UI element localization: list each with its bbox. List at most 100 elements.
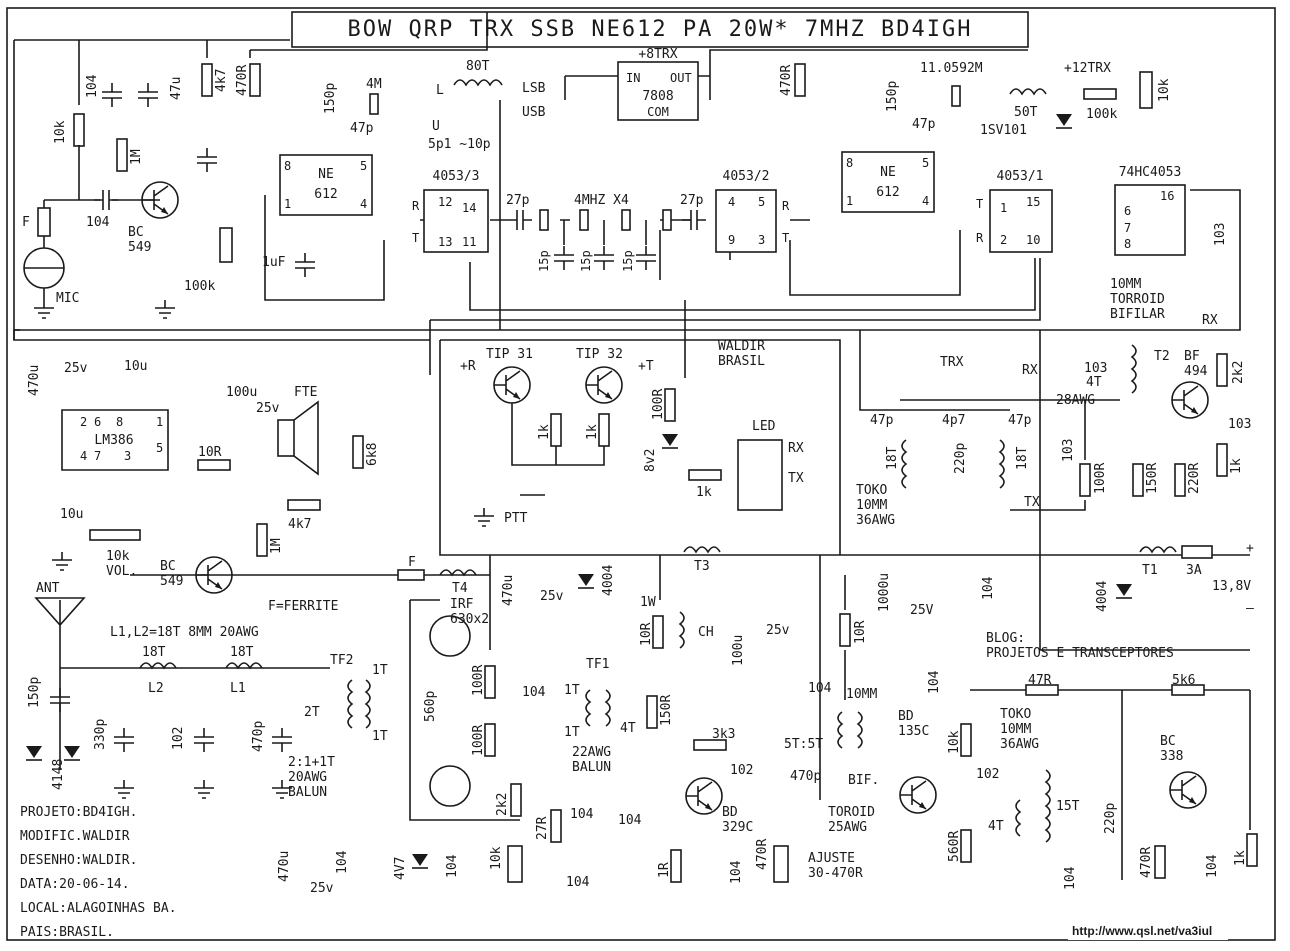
r-10r-audio: 10R bbox=[198, 445, 222, 460]
r-2k2-pa: 2k2 bbox=[495, 793, 510, 816]
mosfet-bottom bbox=[429, 765, 471, 807]
t-18t-b: 18T bbox=[1015, 446, 1030, 470]
ne612-a-pin4: 4 bbox=[360, 197, 367, 211]
audio-amp: 470u 25v 10u 10u 100u 25v FTE 10R 6k8 4k… bbox=[27, 359, 380, 614]
c-104-mic: 104 bbox=[86, 215, 110, 230]
r-150r-bf: 150R bbox=[1145, 463, 1160, 494]
ne612-a-name: NE bbox=[318, 167, 334, 182]
wiring bbox=[13, 12, 1251, 880]
c-470u-pa: 470u bbox=[501, 575, 516, 606]
hc4053-pin8: 8 bbox=[1124, 237, 1131, 251]
t2-label: T2 bbox=[1154, 349, 1170, 364]
speaker-icon bbox=[277, 419, 295, 457]
label-usb: USB bbox=[522, 105, 546, 120]
credit-line: PROJETO:BD4IGH. bbox=[20, 805, 137, 820]
c-104-power: 104 bbox=[981, 576, 996, 600]
ne612-b-pin4: 4 bbox=[922, 194, 929, 208]
lm386-pin4: 4 bbox=[80, 449, 87, 463]
c-47p-c: 47p bbox=[870, 413, 894, 428]
sw1-pin15: 15 bbox=[1026, 195, 1040, 209]
speaker-label: FTE bbox=[294, 385, 317, 400]
c-220p-pd: 220p bbox=[1103, 803, 1118, 834]
r-1w: 1W bbox=[640, 595, 656, 610]
terminal-plus: + bbox=[1246, 541, 1254, 556]
credit-line: MODIFIC.WALDIR bbox=[20, 829, 130, 844]
hc4053-name: 74HC4053 bbox=[1119, 165, 1182, 180]
c-25v-bias: 25v bbox=[310, 881, 334, 896]
r-470r-a: 470R bbox=[235, 65, 250, 96]
c-470u-bias: 470u bbox=[277, 851, 292, 882]
ferrite-bead-label: F bbox=[408, 555, 416, 570]
c-104-pd: 104 bbox=[927, 670, 942, 694]
ne612-b-pin5: 5 bbox=[922, 156, 929, 170]
r-6k8: 6k8 bbox=[365, 443, 380, 466]
sw2-t: T bbox=[782, 231, 789, 245]
r-1k-tip31: 1k bbox=[537, 424, 552, 440]
t-18t-a: 18T bbox=[885, 446, 900, 470]
c-25v-pa: 25v bbox=[540, 589, 564, 604]
l1-label: L1 bbox=[230, 681, 246, 696]
t-15t: 15T bbox=[1056, 799, 1080, 814]
sw1-pin1: 1 bbox=[1000, 201, 1007, 215]
sw3-r: R bbox=[412, 199, 420, 213]
blog-note: BLOG:PROJETOS E TRANSCEPTORES bbox=[986, 631, 1174, 661]
ic-ne612-b: NE 612 8 5 1 4 bbox=[841, 151, 935, 213]
reg-out: OUT bbox=[670, 71, 692, 85]
t-4t: 4T bbox=[1086, 375, 1102, 390]
c-104-pa: 104 bbox=[522, 685, 546, 700]
sw1-pin2: 2 bbox=[1000, 233, 1007, 247]
credits-block: PROJETO:BD4IGH. MODIFIC.WALDIR DESENHO:W… bbox=[20, 805, 177, 940]
lm386-pin6: 6 bbox=[94, 415, 101, 429]
c-104-bc: 104 bbox=[1205, 854, 1220, 878]
reg-com: COM bbox=[647, 105, 669, 119]
sw1-pin10: 10 bbox=[1026, 233, 1040, 247]
r-2k2-bf: 2k2 bbox=[1231, 361, 1246, 384]
crystal-4mhz: 4MHZ X4 bbox=[574, 193, 629, 208]
lm386-pin5: 5 bbox=[156, 441, 163, 455]
source-url[interactable]: http://www.qsl.net/va3iul bbox=[1072, 924, 1212, 938]
c-104-pd-b: 104 bbox=[1063, 866, 1078, 890]
c-15p-a: 15p bbox=[537, 250, 551, 272]
r-10r-choke: 10R bbox=[639, 622, 654, 646]
reg-name: 7808 bbox=[642, 89, 673, 104]
c-47p-d: 47p bbox=[1008, 413, 1032, 428]
tf1-1t-b: 1T bbox=[564, 725, 580, 740]
c-4p7: 4p7 bbox=[942, 413, 965, 428]
ic-7808: +8TRX IN OUT 7808 COM bbox=[617, 47, 699, 121]
r-5k6: 5k6 bbox=[1172, 673, 1195, 688]
r-1k-bf: 1k bbox=[1229, 458, 1244, 474]
lm386-pin2: 2 bbox=[80, 415, 87, 429]
c-10u-a: 10u bbox=[124, 359, 147, 374]
r-150r-pa: 150R bbox=[659, 695, 674, 726]
rail-12trx: +12TRX bbox=[1064, 61, 1111, 76]
r-100r-led: 100R bbox=[651, 389, 666, 420]
sw1-t: T bbox=[976, 197, 983, 211]
c-560p: 560p bbox=[423, 691, 438, 722]
sw3-pin12: 12 bbox=[438, 195, 452, 209]
sheet-frame bbox=[6, 7, 1276, 941]
pot-10k-vfo: 10k bbox=[1157, 78, 1172, 102]
rx-output-label: RX bbox=[1202, 313, 1218, 328]
bifilar-10mm: 10MM bbox=[846, 687, 877, 702]
fuse-3a: 3A bbox=[1186, 563, 1202, 578]
label-lsb: LSB bbox=[522, 81, 546, 96]
l2-turns: 18T bbox=[142, 645, 166, 660]
sw2-r: R bbox=[782, 199, 790, 213]
sw2-pin4: 4 bbox=[728, 195, 735, 209]
tx-label-mid: TX bbox=[1024, 495, 1040, 510]
ic-4053-2: 4053/2 4 5 9 3 R T bbox=[715, 169, 790, 253]
lm386-pin1: 1 bbox=[156, 415, 163, 429]
pot-100k: 100k bbox=[184, 279, 215, 294]
ic-4053-1: 4053/1 1 15 2 10 T R bbox=[976, 169, 1053, 253]
